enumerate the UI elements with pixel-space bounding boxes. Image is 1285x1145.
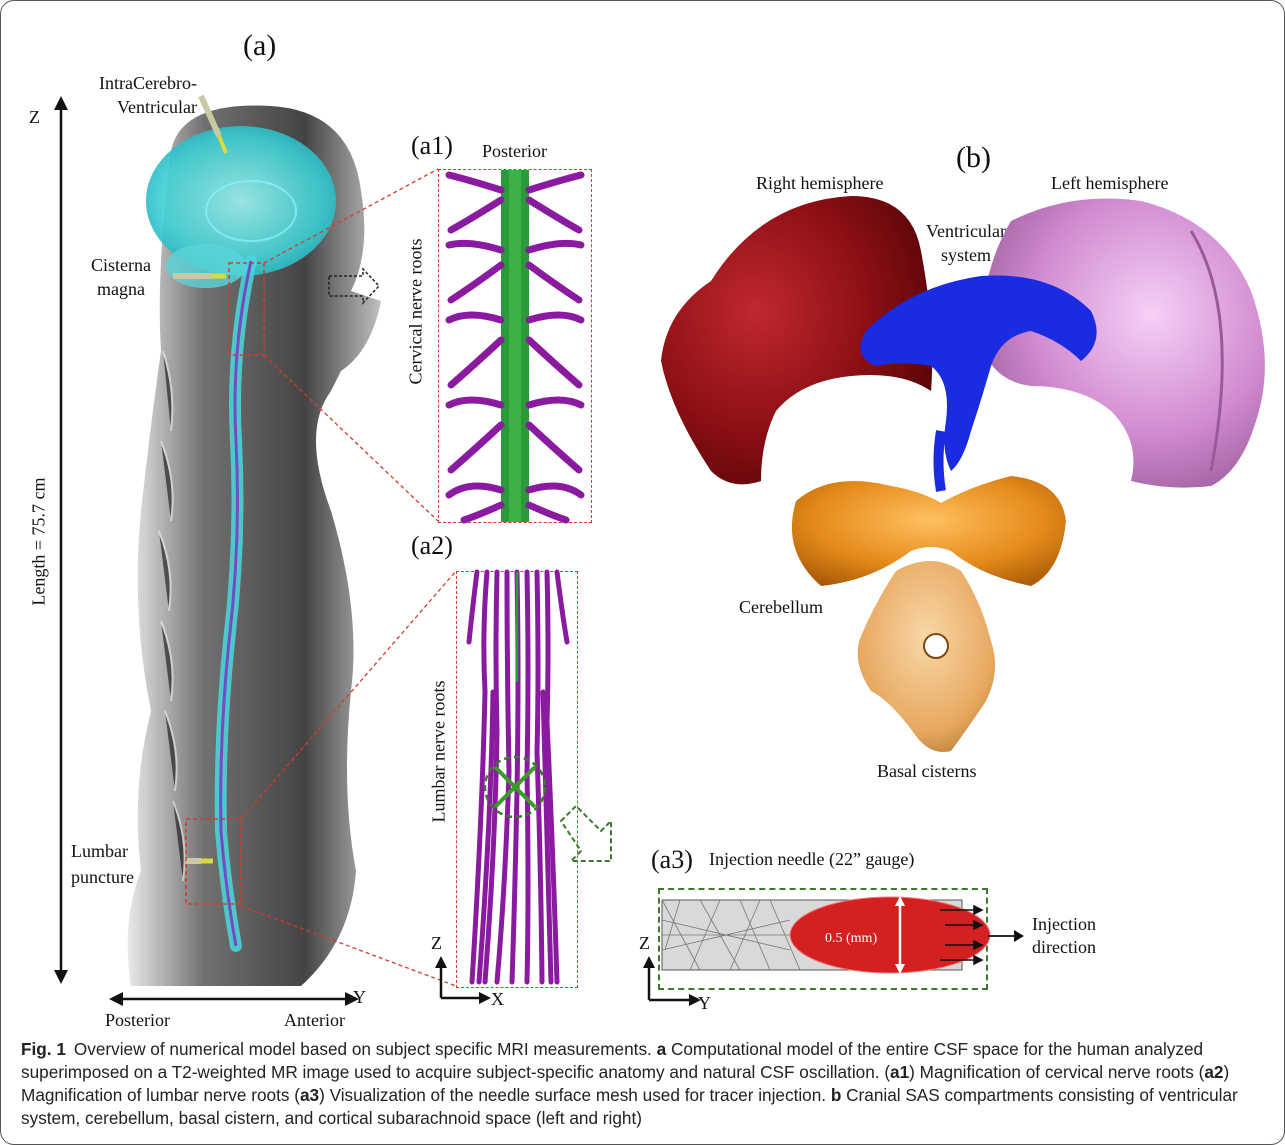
caption-text-1: Overview of numerical model based on sub… (74, 1039, 657, 1059)
direction-arrow-icon (986, 926, 1026, 946)
a2-side-label: Lumbar nerve roots (429, 672, 450, 832)
a2-axis-x: X (491, 989, 504, 1010)
a3-title: Injection needle (22” gauge) (709, 849, 914, 870)
caption-fig-number: Fig. 1 (21, 1039, 66, 1059)
a3-direction-label: Injection direction (1032, 913, 1096, 959)
a1-box (438, 169, 592, 523)
caption-text-3: ) Magnification of cervical nerve roots … (909, 1062, 1204, 1082)
caption-bold-a3: a3 (300, 1085, 319, 1105)
a3-axis-z: Z (639, 933, 650, 954)
zoom-arrow-icon (556, 806, 626, 876)
needle-mesh-image (660, 890, 986, 988)
caption-bold-a: a (657, 1039, 667, 1059)
lumbar-nerve-roots-image (457, 572, 577, 987)
a2-axes (433, 956, 493, 1006)
a1-side-label: Cervical nerve roots (406, 227, 427, 397)
basal-label: Basal cisterns (877, 761, 976, 782)
figure-caption: Fig. 1 Overview of numerical model based … (21, 1038, 1266, 1130)
caption-bold-b: b (831, 1085, 842, 1105)
panel-a1-label: (a1) (411, 131, 453, 161)
a3-measure: 0.5 (mm) (825, 931, 877, 947)
a2-box (456, 571, 578, 988)
panel-a2-label: (a2) (411, 531, 453, 561)
cervical-nerve-roots-image (439, 170, 591, 522)
cranial-sas-image (651, 191, 1281, 761)
caption-bold-a1: a1 (890, 1062, 909, 1082)
caption-bold-a2: a2 (1204, 1062, 1223, 1082)
a3-axis-y: Y (698, 993, 711, 1014)
panel-a3-label: (a3) (651, 845, 693, 875)
a2-axis-z: Z (431, 933, 442, 954)
dir-line2: direction (1032, 936, 1096, 959)
caption-text-5: ) Visualization of the needle surface me… (319, 1085, 831, 1105)
dir-line1: Injection (1032, 913, 1096, 936)
a3-box: 0.5 (mm) (658, 888, 988, 990)
basal-cisterns-shape (858, 561, 995, 752)
a1-posterior-label: Posterior (482, 141, 547, 162)
panel-b-label: (b) (956, 141, 991, 175)
